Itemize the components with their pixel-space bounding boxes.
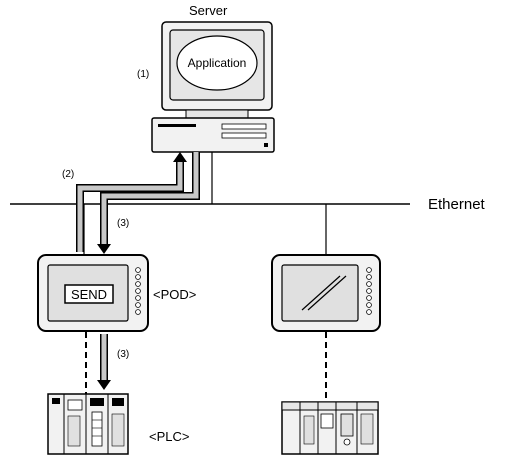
pod-label: <POD> <box>153 287 196 302</box>
step-2-label: (2) <box>62 169 74 180</box>
plc-left-icon <box>48 394 128 454</box>
pod-right-device-icon <box>272 255 380 331</box>
server-base-icon <box>152 118 274 152</box>
plc-right-icon <box>282 402 378 454</box>
application-label: Application <box>188 56 247 70</box>
server-label: Server <box>189 3 228 18</box>
pod-plc-link <box>86 332 111 398</box>
step-3-lower-label: (3) <box>117 349 129 360</box>
ethernet-label: Ethernet <box>428 196 486 213</box>
plc-label: <PLC> <box>149 429 189 444</box>
request-arrow <box>80 152 187 252</box>
send-button-label: SEND <box>71 287 107 302</box>
ethernet-bus <box>10 152 410 254</box>
step-3-upper-label: (3) <box>117 218 129 229</box>
step-1-label: (1) <box>137 69 149 80</box>
